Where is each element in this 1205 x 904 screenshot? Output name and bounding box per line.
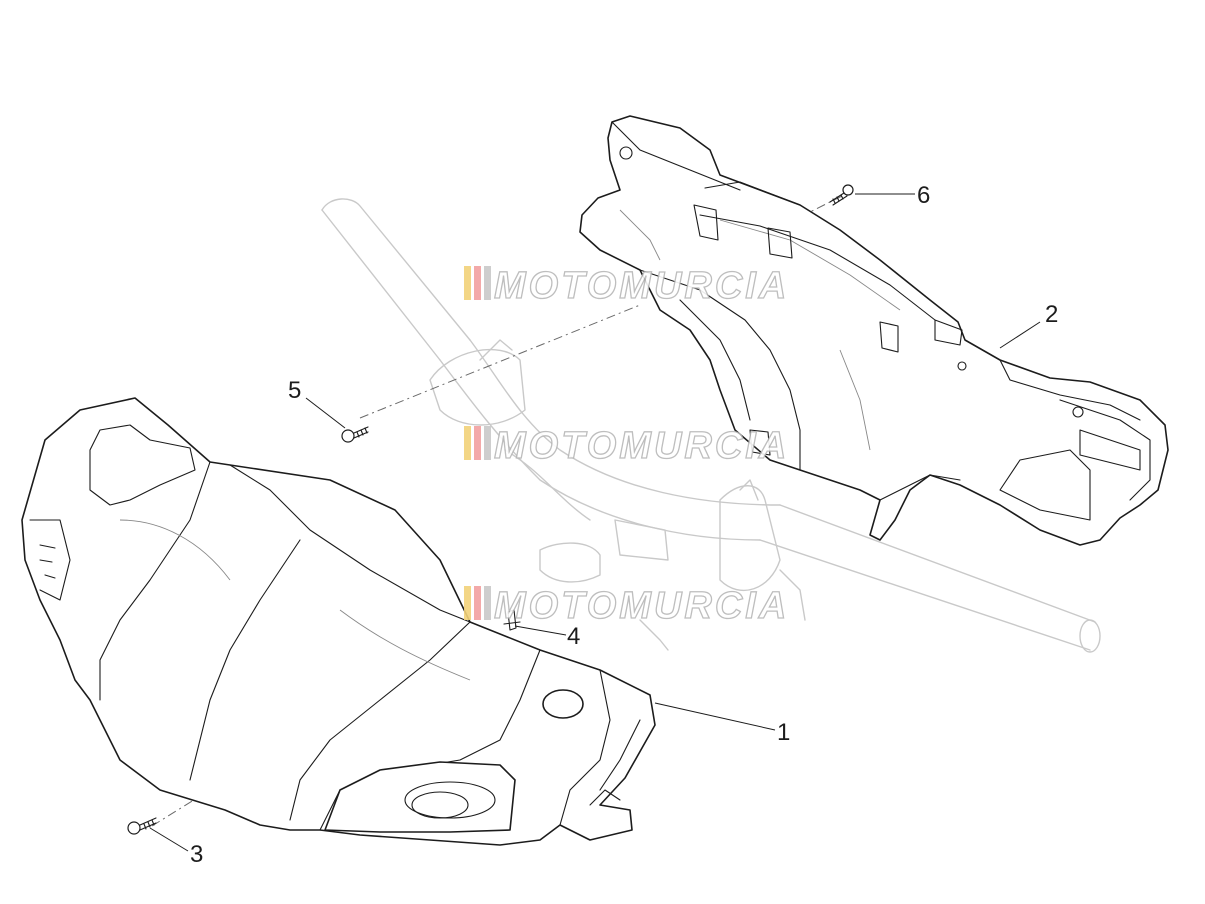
watermark-text-3: MOTOMURCIA (494, 585, 789, 627)
callout-2: 2 (1045, 301, 1058, 328)
callout-1: 1 (777, 719, 790, 746)
watermark-1: MOTOMURCIA (464, 264, 789, 308)
ghost-handlebar (321, 198, 1101, 653)
front-handlebar-cover (21, 397, 656, 846)
callout-3: 3 (190, 841, 203, 868)
watermark-text-1: MOTOMURCIA (494, 265, 789, 307)
screw-3 (127, 817, 157, 835)
leader-lines (149, 193, 1041, 852)
clip-4 (503, 609, 521, 631)
rear-handlebar-cover (579, 115, 1169, 546)
screw-6 (829, 184, 854, 206)
assembly-lines (151, 195, 843, 827)
callout-4: 4 (567, 623, 580, 650)
callout-5: 5 (288, 377, 301, 404)
callout-labels: 1 2 3 4 5 6 (190, 182, 1058, 868)
screw-5 (341, 426, 369, 443)
callout-6: 6 (917, 182, 930, 209)
watermark-3: MOTOMURCIA (464, 584, 789, 628)
watermark-text-2: MOTOMURCIA (494, 425, 789, 467)
watermark-2: MOTOMURCIA (464, 424, 789, 468)
